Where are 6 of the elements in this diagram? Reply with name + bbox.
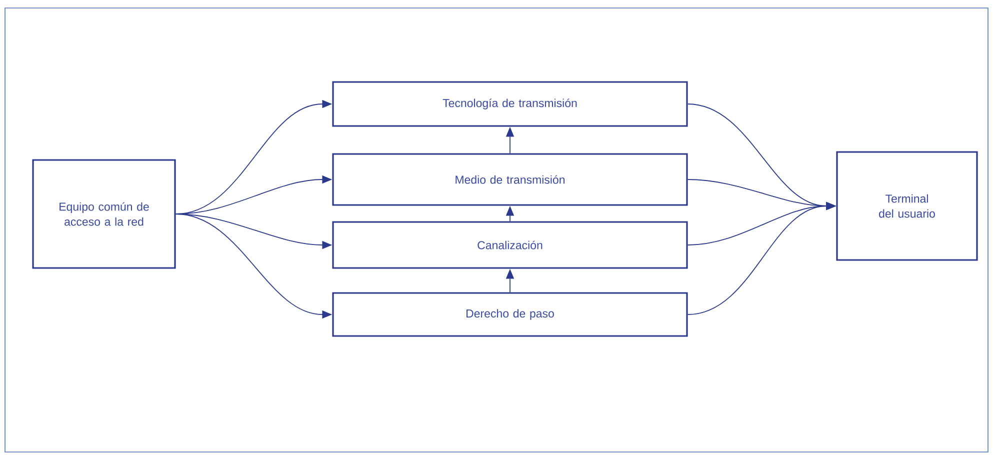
process-box: Derecho de paso — [332, 292, 688, 337]
process-box: Tecnología de transmisión — [332, 81, 688, 127]
process-box: Canalización — [332, 221, 688, 269]
process-box: Medio de transmisión — [332, 153, 688, 206]
process-box: Terminal del usuario — [836, 151, 978, 261]
process-box: Equipo común de acceso a la red — [32, 159, 176, 269]
